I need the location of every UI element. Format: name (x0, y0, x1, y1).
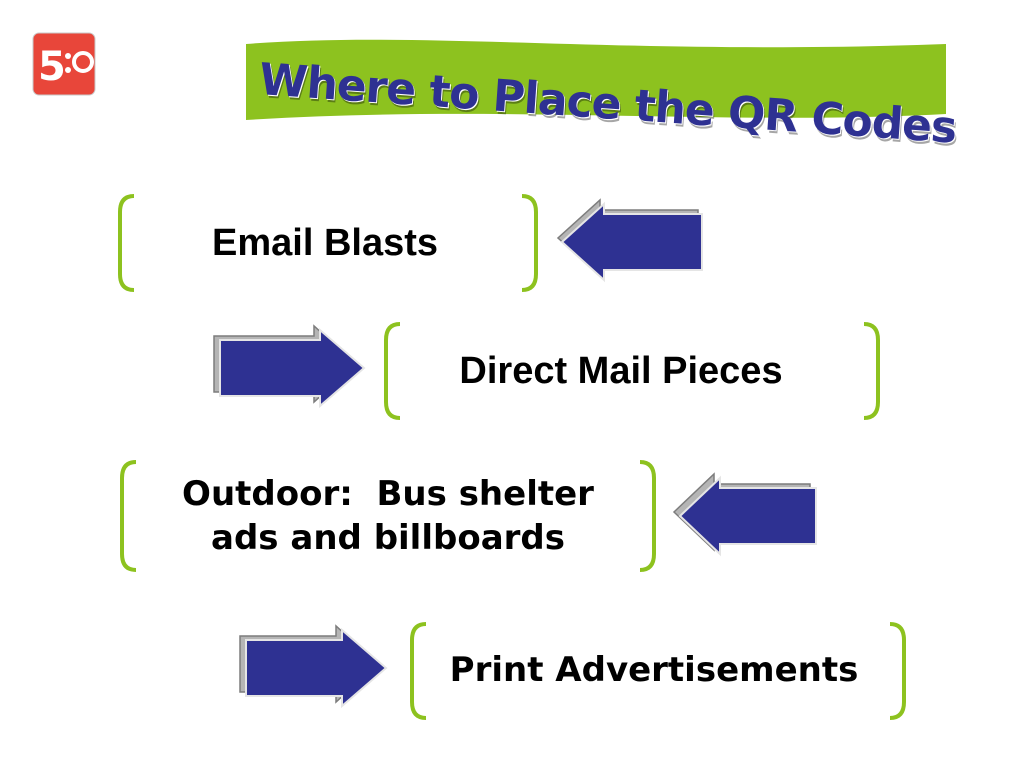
arrow-right-icon (213, 324, 366, 408)
item-direct-mail: Direct Mail Pieces (459, 349, 783, 392)
item-outdoor-line1: Outdoor: Bus shelter (182, 473, 594, 514)
title-banner (246, 39, 946, 120)
svg-text:5: 5 (38, 44, 66, 90)
arrow-left-icon (556, 198, 703, 283)
item-print-ads: Print Advertisements (449, 649, 859, 690)
bracket-right (889, 622, 906, 720)
arrow-left-icon (672, 472, 817, 557)
bracket-left (118, 194, 135, 292)
bracket-left (410, 622, 427, 720)
item-outdoor-line2: ads and billboards (211, 518, 565, 558)
bracket-right (639, 460, 656, 572)
bracket-left (384, 322, 401, 420)
bracket-right (521, 194, 538, 292)
bracket-left (120, 460, 137, 572)
item-email-blasts: Email Blasts (212, 221, 438, 264)
logo-icon: 5 (32, 32, 96, 96)
arrow-right-icon (239, 624, 388, 708)
bracket-right (863, 322, 880, 420)
item-outdoor: Outdoor: Bus shelter ads and billboards (140, 460, 636, 572)
